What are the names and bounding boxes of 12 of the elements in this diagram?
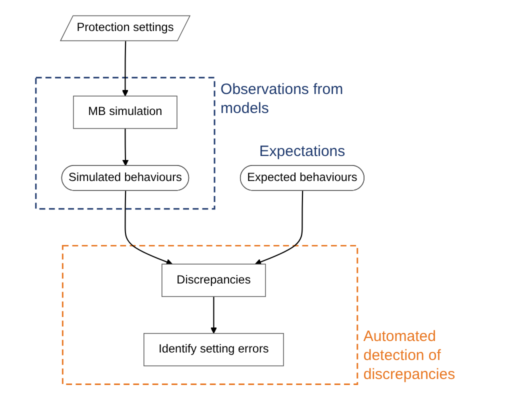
arrow — [210, 296, 217, 334]
cluster — [62, 244, 358, 385]
node-heading: Expectations — [259, 143, 346, 160]
cluster — [35, 76, 216, 210]
node-box: Identify setting errors — [144, 333, 284, 366]
group-title: Automated detection of discrepancies — [363, 327, 456, 384]
node-box: MB simulation — [73, 96, 178, 129]
arrow — [254, 190, 304, 266]
node-box: Discrepancies — [162, 264, 266, 297]
group-title: Observations from models — [220, 80, 344, 118]
arrow — [124, 190, 173, 266]
arrow — [122, 128, 129, 166]
